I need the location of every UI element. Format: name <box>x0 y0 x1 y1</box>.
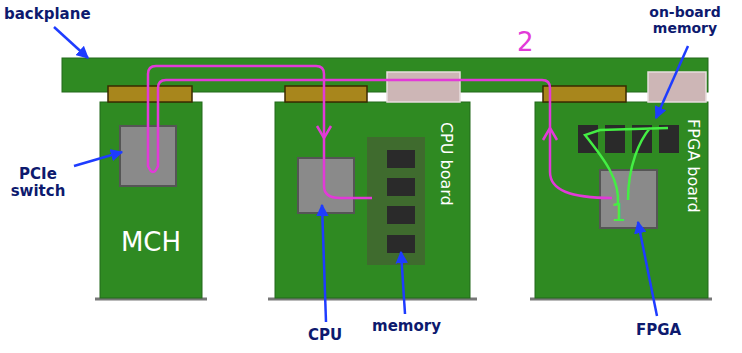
callout-number: 2 <box>517 28 534 58</box>
mch-board: MCH <box>100 102 202 298</box>
part-label: FPGA <box>636 322 681 339</box>
part-label: CPU <box>308 327 342 344</box>
part-label: memory <box>372 318 441 335</box>
board-label: FPGA board <box>684 119 702 212</box>
board-label: MCH <box>121 228 181 257</box>
part-label: PCIe switch <box>6 166 70 201</box>
cpu-board: CPU board <box>275 102 470 298</box>
board-label: CPU board <box>437 122 455 206</box>
callout-number: 1 <box>611 200 626 228</box>
part-label: on-board memory <box>632 4 738 36</box>
part-label: backplane <box>4 6 91 23</box>
